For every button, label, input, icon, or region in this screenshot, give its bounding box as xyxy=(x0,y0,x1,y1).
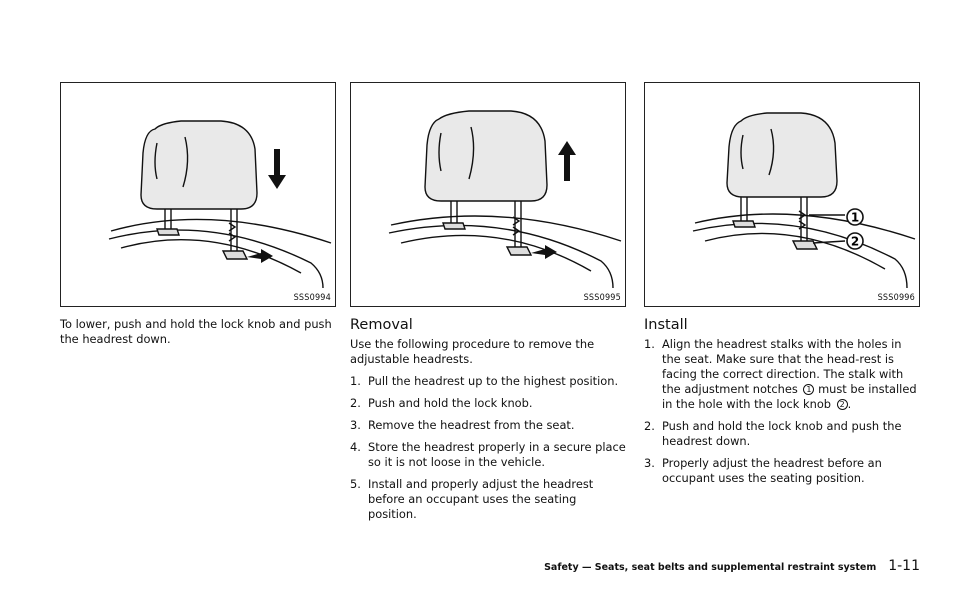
column-removal: SSS0995 Removal Use the following proced… xyxy=(350,82,626,529)
figure-removal-headrest: SSS0995 xyxy=(350,82,626,307)
arrow-up-head xyxy=(558,141,576,155)
figure-lower-headrest: SSS0994 xyxy=(60,82,336,307)
figure-code: SSS0994 xyxy=(293,293,331,303)
callout-2-icon: 2 xyxy=(836,399,848,410)
arrow-down-head xyxy=(268,175,286,189)
headrest-raise-illustration xyxy=(388,110,622,289)
removal-step: 2.Push and hold the lock knob. xyxy=(350,396,533,410)
push-arrow xyxy=(531,245,557,259)
page-number: 1-11 xyxy=(888,558,920,574)
headrest-install-illustration: 1 2 xyxy=(692,112,916,289)
removal-step: 3.Remove the headrest from the seat. xyxy=(350,418,575,432)
removal-step: 4.Store the headrest properly in a secur… xyxy=(350,440,626,469)
install-step: 3.Properly adjust the headrest before an… xyxy=(644,456,882,485)
lower-instruction: To lower, push and hold the lock knob an… xyxy=(60,317,332,346)
column-install: 1 2 SSS0996 Install 1.Align the headrest… xyxy=(644,82,920,493)
callout-marker-1: 1 xyxy=(846,208,864,226)
install-step: 1.Align the headrest stalks with the hol… xyxy=(644,337,917,411)
figure-code: SSS0996 xyxy=(877,293,915,303)
removal-step: 1.Pull the headrest up to the highest po… xyxy=(350,374,619,388)
headrest-lower-illustration xyxy=(108,120,332,289)
removal-step: 5.Install and properly adjust the headre… xyxy=(350,477,594,521)
svg-text:1: 1 xyxy=(851,211,859,225)
callout-1-icon: 1 xyxy=(803,384,815,395)
install-steps: 1.Align the headrest stalks with the hol… xyxy=(644,337,920,486)
section-heading-removal: Removal xyxy=(350,317,413,333)
footer-title: Safety — Seats, seat belts and supplemen… xyxy=(544,562,877,573)
section-heading-install: Install xyxy=(644,317,688,333)
column-lower: SSS0994 To lower, push and hold the lock… xyxy=(60,82,336,347)
removal-steps: 1.Pull the headrest up to the highest po… xyxy=(350,374,626,522)
removal-intro: Use the following procedure to remove th… xyxy=(350,337,595,366)
figure-code: SSS0995 xyxy=(583,293,621,303)
svg-text:2: 2 xyxy=(851,235,859,249)
callout-marker-2: 2 xyxy=(846,232,864,250)
install-step: 2.Push and hold the lock knob and push t… xyxy=(644,419,902,448)
arrow-down-shaft xyxy=(274,149,280,175)
arrow-up-shaft xyxy=(564,155,570,181)
push-arrow xyxy=(247,249,273,263)
page-footer: Safety — Seats, seat belts and supplemen… xyxy=(544,558,920,574)
figure-install-headrest: 1 2 SSS0996 xyxy=(644,82,920,307)
